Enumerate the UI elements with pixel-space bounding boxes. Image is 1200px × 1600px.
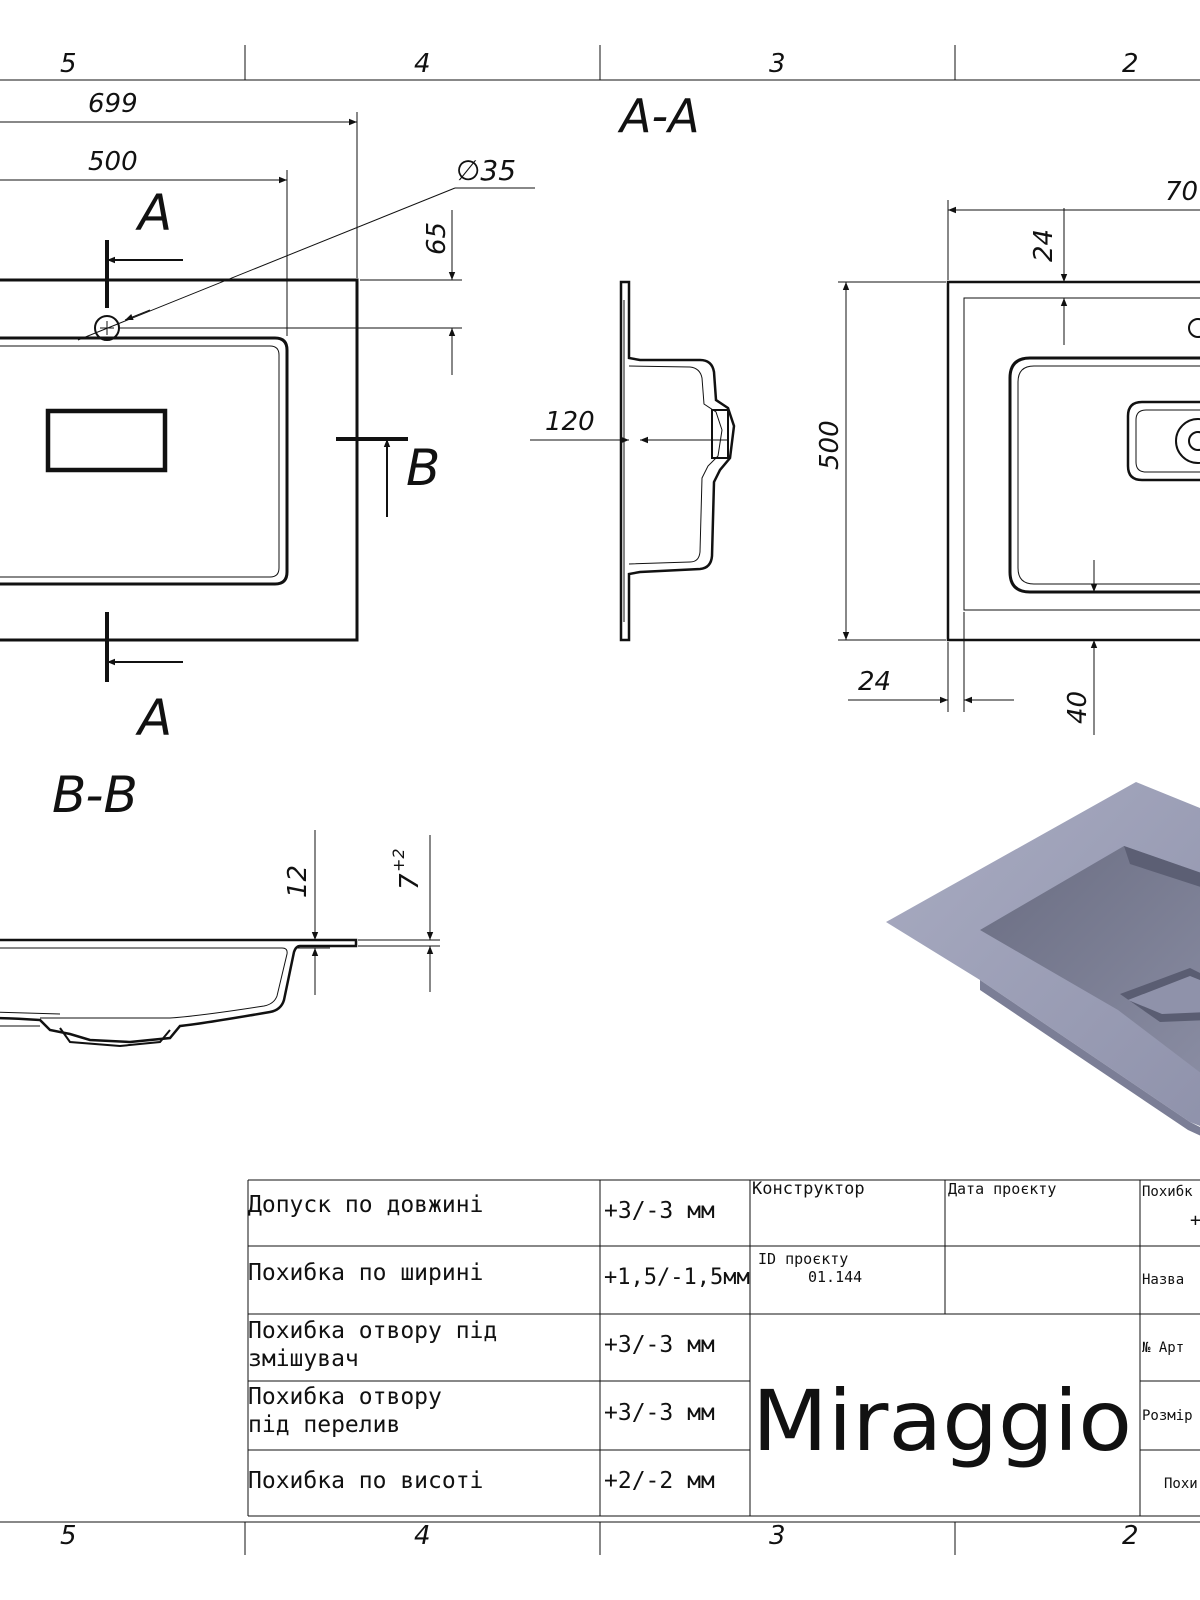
row-length-label: Допуск по довжині (248, 1192, 483, 1218)
plan-view (0, 278, 359, 642)
row-overflow-label-2: під перелив (248, 1412, 400, 1438)
dimension-24-bottom: 24 (848, 612, 1014, 712)
dimension-500-width: 500 (0, 147, 288, 336)
section-aa-title: A-A (617, 89, 700, 143)
dim-500-height-text: 500 (815, 420, 845, 470)
section-a-a-profile: A-A (617, 89, 736, 642)
dim-699-text: 699 (88, 89, 138, 119)
zone-labels-bottom: 5 4 3 2 (60, 1521, 1139, 1551)
title-block-grid (247, 1179, 1200, 1517)
row-width-label: Похибка по ширині (248, 1260, 483, 1286)
row-height-label: Похибка по висоті (248, 1468, 483, 1494)
right-col-tolerance-label: Похибк (1142, 1184, 1193, 1200)
dim-12-text: 12 (283, 865, 313, 898)
brand-logo: Miraggio (752, 1372, 1132, 1470)
right-title-column: Похибк + Назва № Арт Розмір Похи (1142, 1184, 1200, 1492)
row-mixer-value: +3/-3 мм (604, 1332, 715, 1358)
right-col-tolerance-sign: + (1190, 1210, 1200, 1231)
cut-line-a: A A (105, 184, 183, 747)
cut-a-top-label: A (135, 184, 172, 242)
zone-bottom-4: 4 (414, 1521, 431, 1551)
zone-top-5: 5 (60, 49, 77, 79)
zone-bottom-2: 2 (1122, 1521, 1139, 1551)
dimension-699: 699 (0, 89, 358, 278)
dimension-24-top: 24 (1029, 208, 1068, 345)
right-col-article-label: № Арт (1142, 1340, 1184, 1356)
dimension-70: 70 (947, 177, 1200, 280)
zone-labels-top: 5 4 3 2 (60, 49, 1139, 79)
dim-70-text: 70 (1165, 177, 1198, 207)
dimension-120: 120 (530, 407, 728, 444)
row-width-value: +1,5/-1,5мм (604, 1265, 750, 1290)
date-label: Дата проєкту (948, 1180, 1056, 1198)
zone-bottom-3: 3 (769, 1521, 786, 1551)
dim-24-bottom-text: 24 (858, 667, 891, 697)
dim-7-tolerance-text: +2 (389, 848, 408, 872)
tolerance-table: Допуск по довжині +3/-3 мм Похибка по ши… (248, 1192, 750, 1494)
right-col-error-label: Похи (1164, 1476, 1198, 1492)
cut-b-label: B (406, 439, 440, 497)
sink-3d-render (886, 782, 1200, 1136)
row-mixer-label-2: змішувач (248, 1346, 359, 1372)
dim-500-width-text: 500 (88, 147, 138, 177)
dimension-40: 40 (1063, 560, 1098, 735)
dim-24-top-text: 24 (1029, 229, 1059, 262)
zone-top-3: 3 (769, 49, 786, 79)
dim-diameter-text: ∅35 (456, 154, 516, 187)
designer-label: Конструктор (752, 1179, 865, 1199)
dimension-hole-diameter: ∅35 (77, 154, 535, 341)
dimension-7: 7 +2 (358, 835, 440, 992)
right-col-name-label: Назва (1142, 1272, 1184, 1288)
dim-65-text: 65 (422, 222, 452, 255)
row-height-value: +2/-2 мм (604, 1468, 715, 1494)
designer-info: Конструктор Дата проєкту ID проєкту 01.1… (752, 1179, 1056, 1286)
cut-a-bottom-label: A (135, 689, 172, 747)
dimension-12: 12 (283, 830, 330, 995)
row-overflow-value: +3/-3 мм (604, 1400, 715, 1426)
dimension-500-height: 500 (815, 281, 946, 641)
cut-line-b: B (336, 437, 440, 517)
dimension-65: 65 (120, 210, 462, 375)
sheet-frame (0, 45, 1200, 1555)
zone-bottom-5: 5 (60, 1521, 77, 1551)
section-b-b-profile: B-B (0, 766, 358, 1048)
right-plan-view (946, 280, 1200, 642)
zone-top-4: 4 (414, 49, 431, 79)
zone-top-2: 2 (1122, 49, 1139, 79)
dim-7-text: 7 (395, 873, 425, 890)
row-overflow-label-1: Похибка отвору (248, 1384, 442, 1410)
dim-120-text: 120 (545, 407, 595, 437)
right-col-size-label: Розмір (1142, 1408, 1193, 1424)
dim-40-text: 40 (1063, 691, 1093, 724)
project-id-label: ID проєкту (758, 1250, 848, 1268)
row-mixer-label-1: Похибка отвору під (248, 1318, 497, 1344)
section-bb-title: B-B (52, 766, 138, 824)
row-length-value: +3/-3 мм (604, 1198, 715, 1224)
project-id-value: 01.144 (808, 1268, 862, 1286)
